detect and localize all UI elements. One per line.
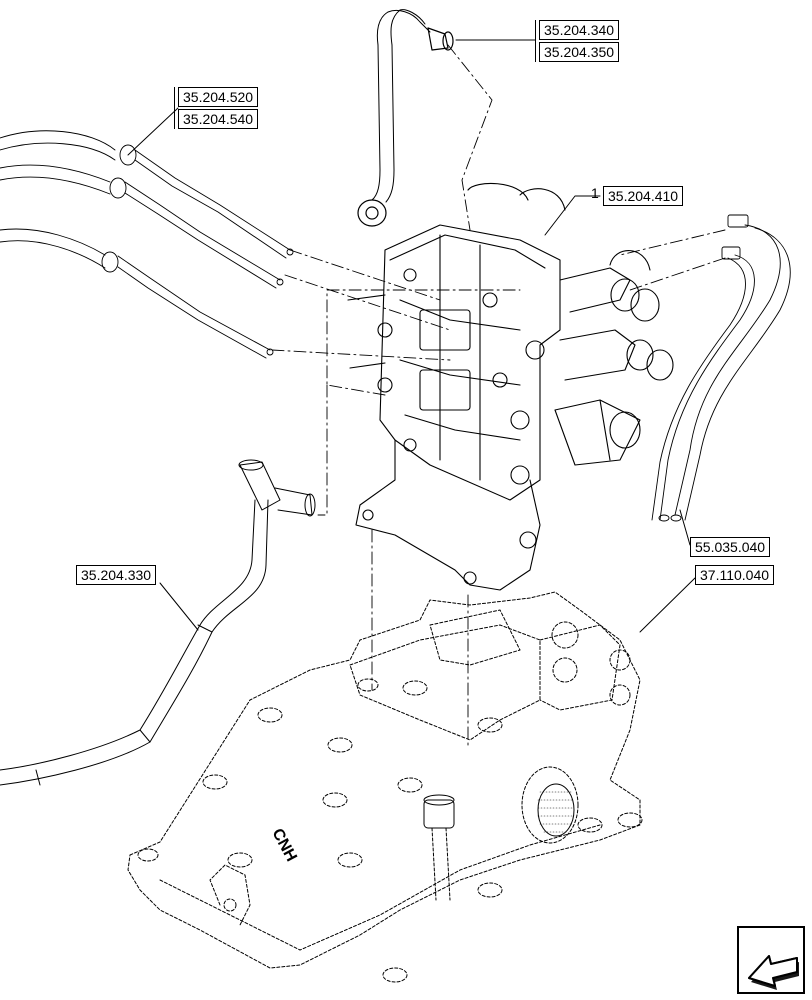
ref-label-cables-2[interactable]: 35.204.540 [178, 109, 259, 129]
ref-label-pipe-top-1[interactable]: 35.204.340 [539, 20, 620, 40]
ref-label-harness[interactable]: 55.035.040 [690, 537, 771, 557]
housing-cylinder-bore [521, 766, 579, 844]
valve-bracket [355, 439, 541, 591]
hose-fitting-top [427, 27, 454, 51]
wiring-harness [651, 214, 791, 522]
ref-label-pipe-top-2[interactable]: 35.204.350 [539, 42, 620, 62]
ref-label-cables-1[interactable]: 35.204.520 [178, 87, 259, 107]
assembly-guide-lines [271, 44, 726, 746]
housing-sensor [423, 794, 455, 901]
hose-elbow-fitting [238, 459, 316, 517]
housing-logo: CNH [268, 826, 299, 865]
control-valve-assembly [347, 182, 674, 591]
ref-label-housing[interactable]: 37.110.040 [695, 565, 775, 585]
ref-label-pipe-left[interactable]: 35.204.330 [76, 565, 157, 585]
connector-a [727, 214, 749, 228]
lift-housing [127, 591, 641, 969]
leader-lines [127, 39, 696, 633]
control-cables [0, 130, 294, 359]
ref-group-cables: 35.204.520 35.204.540 [174, 87, 259, 129]
port-fittings [482, 292, 545, 485]
hose-top [357, 9, 454, 227]
connector-b [721, 246, 741, 260]
hose-left [0, 459, 316, 786]
housing-bosses [137, 678, 643, 983]
banjo-fitting [357, 199, 387, 227]
back-arrow-icon[interactable] [737, 926, 805, 994]
ref-label-valve[interactable]: 35.204.410 [603, 186, 684, 206]
ref-group-pipe-top: 35.204.340 35.204.350 [535, 20, 620, 62]
solenoid-coils [467, 182, 674, 466]
item-number: 1 [591, 185, 599, 201]
